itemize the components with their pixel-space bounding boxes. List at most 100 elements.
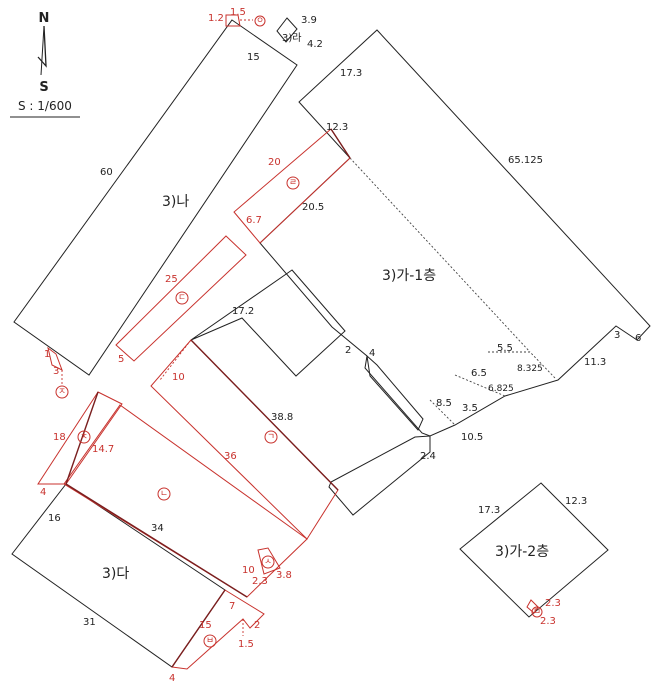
giyeok-notch [159, 339, 192, 381]
marker-o-box [225, 14, 241, 27]
marker-giyeok: ㄱ [267, 432, 275, 442]
marker-rieul-circle [286, 176, 300, 190]
dim-12-3-a: 12.3 [326, 122, 348, 133]
ga1-lower-wall [328, 435, 431, 516]
marker-digeut-circle [175, 291, 189, 305]
building-na-outline [13, 19, 298, 376]
dim-20-5: 20.5 [302, 202, 324, 213]
boundary-nieun [65, 483, 248, 598]
dimension-labels-black: 60 15 3.9 4.2 17.3 12.3 65.125 20.5 17.2… [48, 15, 641, 628]
marker-siot-box [257, 547, 281, 575]
marker-chieut: ㅊ [80, 432, 88, 442]
dim-red-1-2: 1.2 [208, 13, 224, 24]
building-ga2-outline [459, 482, 609, 618]
dim-red-3-8: 3.8 [276, 570, 292, 581]
extension-digeut-outline [115, 235, 247, 362]
ga1-corridor [366, 354, 424, 431]
dim-2: 2 [345, 345, 351, 356]
extension-giyeok-outline [150, 339, 339, 540]
dim-17-3-b: 17.3 [478, 505, 500, 516]
legend: N S S : 1/600 [10, 11, 80, 118]
marker-ieung-circle [254, 15, 266, 27]
building-da-label: 3)다 [102, 566, 129, 582]
marker-nieun: ㄴ [160, 489, 168, 499]
boundary-rieul [330, 128, 351, 159]
dim-2-4: 2.4 [420, 451, 436, 462]
dim-8-325: 8.325 [517, 364, 543, 374]
marker-ieung: ㅇ [256, 16, 264, 26]
dim-31: 31 [83, 617, 96, 628]
ga1-inner-wing [190, 269, 346, 377]
marker-siot: ㅅ [264, 557, 272, 567]
marker-nieun-circle [157, 487, 171, 501]
building-labels: 3)나 3)가-1층 3)가-2층 3)다 3)라 [102, 32, 549, 582]
ga1-division-upper [488, 351, 556, 379]
marker-digeut: ㄷ [178, 293, 186, 303]
marker-giyeok-circle [264, 430, 278, 444]
dimension-labels-red: 1.2 1.5 20 6.7 25 5 1 3 10 36 18 14.7 4 … [40, 7, 561, 684]
extension-bieup-outline [171, 589, 265, 670]
ga1-division-small [429, 399, 456, 426]
ga1-division-diagonal [349, 157, 531, 353]
dim-3-5: 3.5 [462, 403, 478, 414]
dim-6: 6 [635, 333, 641, 344]
dim-red-2: 2 [254, 620, 260, 631]
dim-15: 15 [247, 52, 260, 63]
marker-jieut-circle [55, 385, 69, 399]
dim-8-5: 8.5 [436, 398, 452, 409]
dim-red-14-7: 14.7 [92, 444, 114, 455]
dim-red-4-a: 4 [40, 487, 46, 498]
dim-red-6-7: 6.7 [246, 215, 262, 226]
dim-red-10: 10 [172, 372, 185, 383]
dim-4-2: 4.2 [307, 39, 323, 50]
marker-mieum-box [526, 599, 539, 614]
dim-red-1-5-b: 1.5 [238, 639, 254, 650]
dim-38-8: 38.8 [271, 412, 293, 423]
marker-rieul: ㄹ [289, 178, 297, 188]
marker-chieut-circle [77, 430, 91, 444]
dim-red-5: 5 [118, 354, 124, 365]
dim-16: 16 [48, 513, 61, 524]
building-na-label: 3)나 [162, 194, 189, 210]
building-ga2-label: 3)가-2층 [495, 544, 549, 560]
marker-bieup: ㅂ [206, 636, 214, 646]
dim-red-7: 7 [229, 601, 235, 612]
dim-6-825: 6.825 [488, 384, 514, 394]
dim-red-20: 20 [268, 157, 281, 168]
dim-4: 4 [369, 348, 375, 359]
boundary-bieup [171, 589, 226, 668]
scale-label: S : 1/600 [18, 99, 72, 113]
marker-jieut: ㅈ [58, 387, 66, 397]
dim-10-5: 10.5 [461, 432, 483, 443]
marker-siot-circle [261, 555, 275, 569]
dim-red-10-b: 10 [242, 565, 255, 576]
boundary-lines [65, 128, 351, 668]
dim-red-2-3-a: 2.3 [252, 576, 268, 587]
dim-red-4-b: 4 [169, 673, 175, 684]
dim-17-2: 17.2 [232, 306, 254, 317]
dim-60: 60 [100, 167, 113, 178]
dim-65-125: 65.125 [508, 155, 543, 166]
north-label: N [39, 11, 50, 26]
boundary-chieut [65, 391, 99, 485]
dim-3: 3 [614, 330, 620, 341]
south-label: S [39, 80, 48, 95]
dim-red-2-3-b: 2.3 [545, 598, 561, 609]
dim-17-3-a: 17.3 [340, 68, 362, 79]
boundary-giyeok [190, 339, 339, 491]
dim-11-3: 11.3 [584, 357, 606, 368]
markers: ㅇ ㄹ ㄷ ㄱ ㄴ ㅊ ㅈ ㅅ ㅂ ㅁ [55, 15, 543, 648]
dim-12-3-b: 12.3 [565, 496, 587, 507]
dim-6-5: 6.5 [471, 368, 487, 379]
dim-34: 34 [151, 523, 164, 534]
ga1-division-lower [454, 374, 506, 397]
dim-red-25: 25 [165, 274, 178, 285]
dim-red-1: 1 [44, 349, 50, 360]
dim-red-2-3-c: 2.3 [540, 616, 556, 627]
dim-5-5: 5.5 [497, 343, 513, 354]
dim-red-3: 3 [53, 366, 59, 377]
marker-mieum: ㅁ [533, 607, 541, 617]
marker-mieum-circle [531, 606, 543, 618]
building-ra-label: 3)라 [282, 32, 301, 44]
